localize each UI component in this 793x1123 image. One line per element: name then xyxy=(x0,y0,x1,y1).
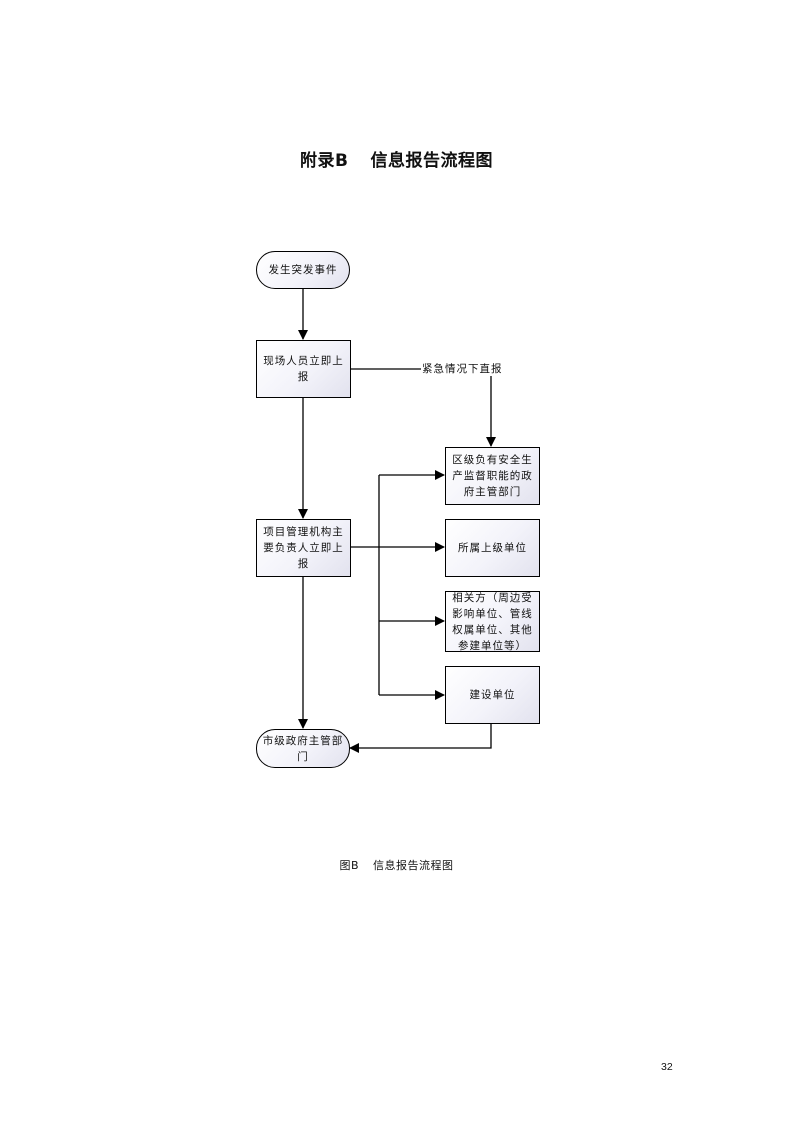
node-pm-report-label: 项目管理机构主要负责人立即上报 xyxy=(263,526,344,570)
page-title: 附录B 信息报告流程图 xyxy=(0,146,793,171)
node-superior-unit-label: 所属上级单位 xyxy=(458,542,527,554)
node-pm-report: 项目管理机构主要负责人立即上报 xyxy=(256,519,351,577)
edge-construction-to-end xyxy=(349,723,492,753)
node-district-dept: 区级负有安全生产监督职能的政府主管部门 xyxy=(445,447,540,505)
node-start: 发生突发事件 xyxy=(256,251,350,289)
node-onsite-report: 现场人员立即上报 xyxy=(256,340,351,398)
node-district-dept-label: 区级负有安全生产监督职能的政府主管部门 xyxy=(452,454,533,498)
node-superior-unit: 所属上级单位 xyxy=(445,519,540,577)
page-number: 32 xyxy=(661,1061,673,1073)
node-onsite-report-label: 现场人员立即上报 xyxy=(263,355,344,383)
node-start-label: 发生突发事件 xyxy=(268,264,338,276)
caption-prefix: 图B xyxy=(339,859,360,872)
edge-label-emergency-direct: 紧急情况下直报 xyxy=(421,361,504,376)
figure-caption: 图B 信息报告流程图 xyxy=(0,857,793,873)
node-end-label: 市级政府主管部门 xyxy=(262,734,344,763)
title-main: 信息报告流程图 xyxy=(370,151,493,171)
title-prefix: 附录B xyxy=(300,151,349,171)
node-related-parties-label: 相关方（周边受影响单位、管线权属单位、其他参建单位等） xyxy=(452,591,533,652)
edge-onsite-to-district xyxy=(350,368,496,447)
node-end: 市级政府主管部门 xyxy=(256,729,350,768)
node-construction-unit: 建设单位 xyxy=(445,666,540,724)
caption-main: 信息报告流程图 xyxy=(373,859,454,872)
node-related-parties: 相关方（周边受影响单位、管线权属单位、其他参建单位等） xyxy=(445,591,540,652)
node-construction-unit-label: 建设单位 xyxy=(469,689,516,701)
